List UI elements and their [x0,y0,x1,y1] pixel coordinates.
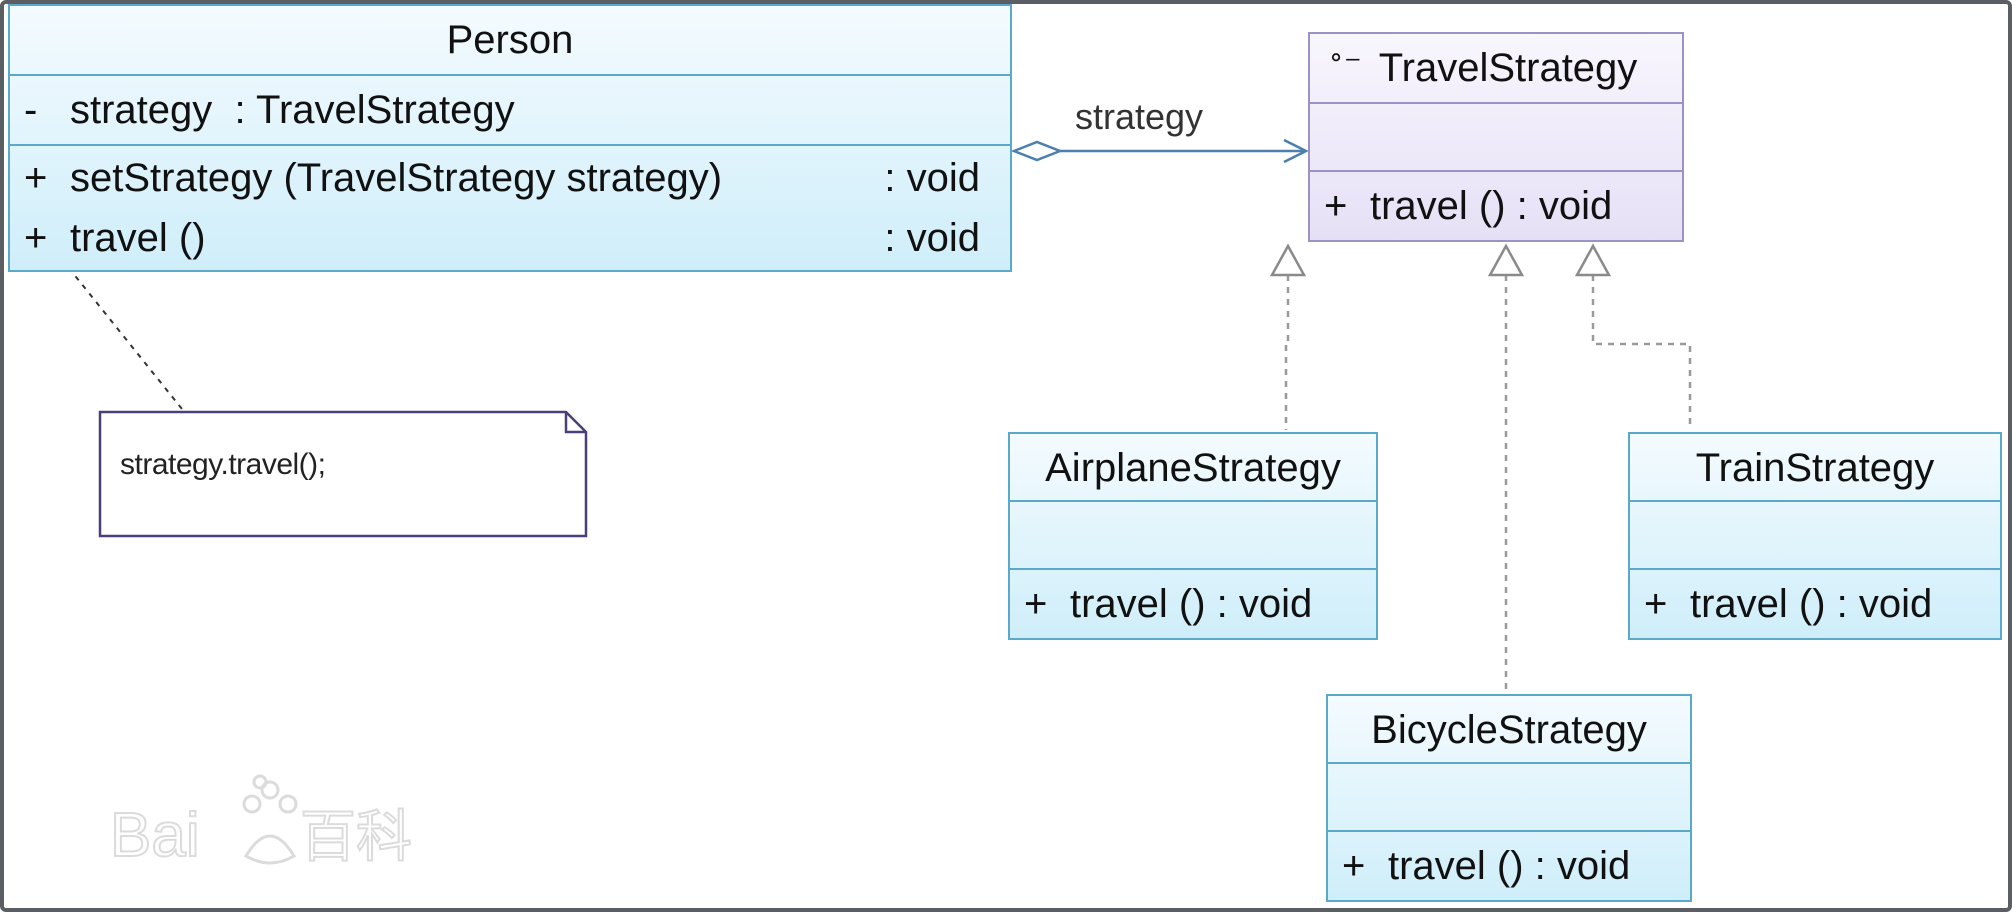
triangle-arrow-airplane [1269,243,1307,277]
class-train-strategy[interactable]: TrainStrategy + travel () : void [1628,432,2002,640]
aggregation-diamond [1010,140,1064,162]
operations-section: + travel () : void [1010,570,1376,634]
attributes-section [1010,502,1376,570]
visibility-marker: + [1024,582,1048,626]
class-name: TrainStrategy [1695,446,1935,490]
open-arrowhead [1283,138,1309,164]
operations-section: + setStrategy (TravelStrategy strategy) : … [10,146,1010,268]
class-name-section: ⚬– TravelStrategy [1310,34,1682,104]
class-name-section: TrainStrategy [1630,434,2000,502]
realization-arrowheads [1269,243,1612,277]
operation-row: + travel () : void [1328,836,1690,896]
operation-text: travel () : void [1690,582,1933,626]
attribute-row: -strategy : TravelStrategy [10,80,1010,140]
class-airplane-strategy[interactable]: AirplaneStrategy + travel () : void [1008,432,1378,640]
svg-text:Bai: Bai [110,801,200,870]
class-name-section: BicycleStrategy [1328,696,1690,764]
operation-text: travel () : void [1070,582,1313,626]
realization-airplane [1284,275,1290,430]
operations-section: + travel () : void [1310,172,1682,236]
visibility-marker: - [24,88,38,132]
class-name: Person [446,18,574,62]
association-label: strategy [1075,96,1204,137]
operations-section: + travel () : void [1630,570,2000,634]
class-person[interactable]: Person -strategy : TravelStrategy + setSt… [8,4,1012,272]
note-shape [98,410,588,538]
attributes-section [1328,764,1690,832]
class-name: BicycleStrategy [1371,708,1647,752]
class-travel-strategy[interactable]: ⚬– TravelStrategy + travel () : void [1308,32,1684,242]
association-line [1010,138,1309,164]
operation-signature: setStrategy (TravelStrategy strategy) [70,156,723,200]
operation-row: + setStrategy (TravelStrategy strategy) : … [10,148,1010,208]
class-bicycle-strategy[interactable]: BicycleStrategy + travel () : void [1326,694,1692,902]
class-name-section: Person [10,6,1010,76]
visibility-marker: + [1324,184,1348,228]
note[interactable]: strategy.travel(); [100,412,586,536]
operation-text: travel () : void [1370,184,1613,228]
visibility-marker: + [1644,582,1668,626]
operation-return: : void [884,216,980,260]
attributes-section [1630,502,2000,570]
realization-train [1591,275,1692,430]
operation-row: + travel () : void [10,208,1010,268]
triangle-arrow-train [1574,243,1612,277]
attributes-section [1310,104,1682,172]
visibility-marker: + [24,216,48,260]
operation-text: travel () : void [1388,844,1631,888]
realization-lines [1284,275,1692,694]
class-name: AirplaneStrategy [1045,446,1341,490]
operation-row: + travel () : void [1310,176,1682,236]
note-text: strategy.travel(); [120,448,326,481]
operation-row: + travel () : void [1010,574,1376,634]
svg-text:百科: 百科 [300,805,412,870]
triangle-arrow-bicycle [1487,243,1525,277]
attributes-section: -strategy : TravelStrategy [10,76,1010,146]
class-name: TravelStrategy [1378,46,1638,90]
attribute-text: strategy : TravelStrategy [70,88,515,132]
interface-icon: ⚬– [1326,45,1360,72]
visibility-marker: + [24,156,48,200]
operation-return: : void [884,156,980,200]
class-name-section: AirplaneStrategy [1010,434,1376,502]
baidu-watermark-logo: Bai 百科 [110,774,413,871]
operations-section: + travel () : void [1328,832,1690,896]
operation-signature: travel () [70,216,206,260]
operation-row: + travel () : void [1630,574,2000,634]
visibility-marker: + [1342,844,1366,888]
